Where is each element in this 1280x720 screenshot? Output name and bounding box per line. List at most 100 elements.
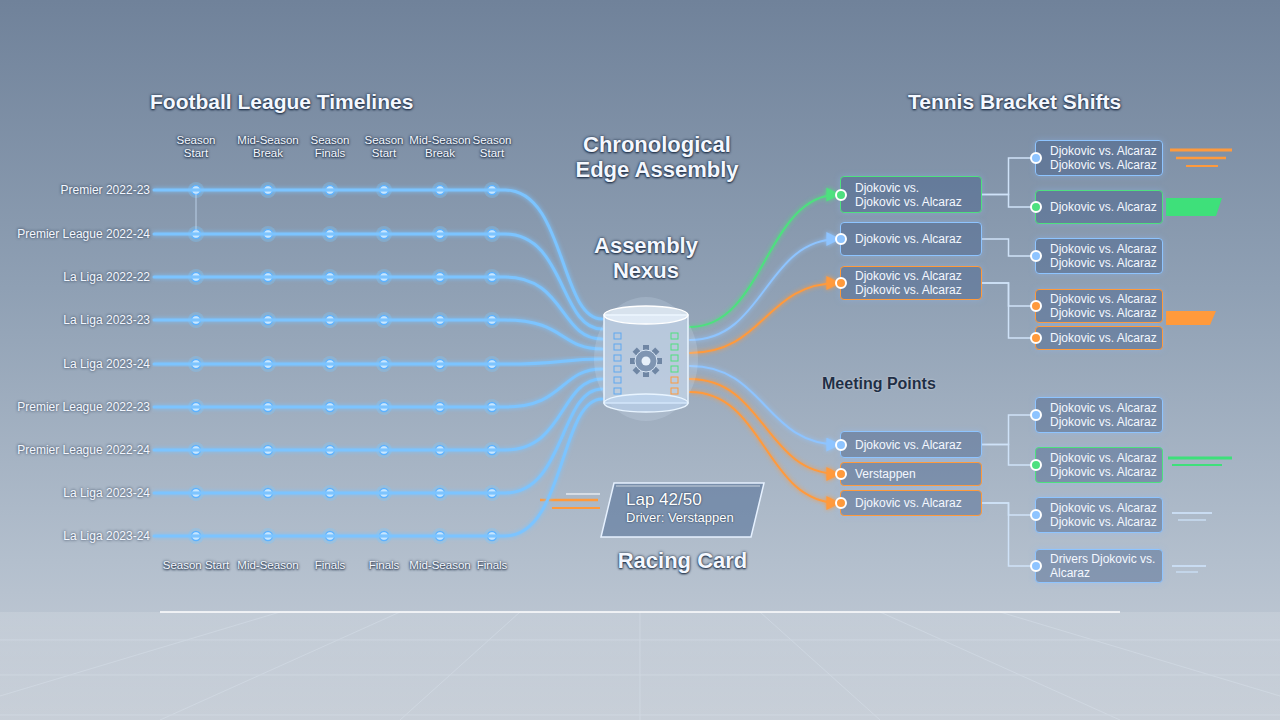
- row-label: La Liga 2022-22: [63, 270, 150, 284]
- connector: [154, 320, 602, 349]
- port: [671, 388, 678, 394]
- cylinder-top: [604, 306, 688, 324]
- bracket-dot: [835, 189, 847, 201]
- bracket-box: Verstappen: [840, 462, 982, 486]
- port: [614, 366, 621, 372]
- speed-streaks: [540, 150, 1232, 572]
- card-heading: Racing Card: [580, 548, 785, 573]
- bracket-box: Drivers Djokovic vs. Alcaraz: [1035, 549, 1163, 583]
- port: [614, 388, 621, 394]
- section-heading: Football League Timelines: [150, 90, 470, 114]
- timeline-row: Premier 2022-23: [6, 180, 150, 200]
- match-label: Djokovic vs. Alcaraz Djokovic vs. Alcara…: [1050, 401, 1158, 429]
- timeline-row: Premier League 2022-24: [6, 440, 150, 460]
- connector: [154, 389, 602, 493]
- bracket-dot: [1030, 300, 1042, 312]
- racing-card: Lap 42/50Driver: VerstappenRacing Card: [600, 482, 765, 538]
- row-label: La Liga 2023-24: [63, 357, 150, 371]
- port: [614, 355, 621, 361]
- connector: [154, 359, 602, 364]
- timeline-row: Premier League 2022-24: [6, 224, 150, 244]
- assembly-cylinder: Assembly Nexus: [602, 305, 690, 413]
- cylinder-shape: [602, 305, 690, 413]
- connector: [690, 366, 839, 445]
- match-label: Djokovic vs. Alcaraz Djokovic vs. Alcara…: [1050, 501, 1158, 529]
- bracket-box: Djokovic vs. Alcaraz Djokovic vs. Alcara…: [1035, 289, 1163, 323]
- timeline-tick: [196, 190, 197, 234]
- gear: [635, 350, 657, 372]
- connector: [982, 283, 1034, 338]
- match-label: Djokovic vs. Alcaraz: [1050, 200, 1158, 214]
- timeline-column-label: Mid-Season: [228, 559, 308, 572]
- row-label: Premier League 2022-24: [17, 443, 150, 457]
- match-label: Djokovic vs. Alcaraz Djokovic vs. Alcara…: [1050, 144, 1158, 172]
- row-label: Premier League 2022-23: [17, 400, 150, 414]
- bracket-box: Djokovic vs. Alcaraz Djokovic vs. Alcara…: [840, 266, 982, 300]
- floor-grid: [0, 612, 1280, 720]
- connector: [982, 158, 1034, 195]
- timeline-row: La Liga 2022-22: [6, 267, 150, 287]
- match-label: Drivers Djokovic vs. Alcaraz: [1050, 552, 1158, 580]
- nexus-heading: Assembly Nexus: [566, 233, 726, 284]
- connector: [154, 369, 602, 407]
- bracket-box: Djokovic vs. Alcaraz: [840, 431, 982, 458]
- row-label: La Liga 2023-23: [63, 313, 150, 327]
- bracket-box: Djokovic vs. Alcaraz Djokovic vs. Alcara…: [1035, 140, 1163, 176]
- match-label: Djokovic vs. Alcaraz: [855, 438, 965, 452]
- connector: [154, 379, 602, 450]
- timeline-column-label: Season Start: [352, 134, 416, 160]
- timeline-column-label: Season Finals: [298, 134, 362, 160]
- section-heading: Meeting Points: [822, 375, 972, 393]
- match-label: Djokovic vs. Alcaraz: [855, 232, 965, 246]
- connector: [982, 195, 1034, 208]
- bracket-dot: [1030, 459, 1042, 471]
- timeline-column-label: Mid-Season Break: [236, 134, 300, 160]
- bracket-dot: [1030, 152, 1042, 164]
- bracket-dot: [1030, 201, 1042, 213]
- bracket-dot: [1030, 560, 1042, 572]
- match-label: Djokovic vs. Alcaraz Djokovic vs. Alcara…: [1050, 292, 1158, 320]
- bracket-box: Djokovic vs. Alcaraz: [1035, 326, 1163, 350]
- connector: [690, 195, 839, 328]
- connector: [982, 415, 1034, 445]
- timeline-row: Premier League 2022-23: [6, 397, 150, 417]
- port: [614, 333, 621, 339]
- timeline-column-label: Finals: [452, 559, 532, 572]
- bracket-dot: [1030, 250, 1042, 262]
- bracket-dot: [835, 468, 847, 480]
- timeline-column-label: Season Start: [164, 134, 228, 160]
- cylinder-glow: [594, 297, 698, 421]
- port: [671, 344, 678, 350]
- port: [614, 377, 621, 383]
- section-heading: Tennis Bracket Shifts: [908, 90, 1168, 114]
- driver-name: Driver: Verstappen: [626, 510, 756, 526]
- timeline-column-label: Mid-Season Break: [408, 134, 472, 160]
- card-highlight: [616, 486, 760, 487]
- bracket-box: Djokovic vs. Alcaraz Djokovic vs. Alcara…: [1035, 447, 1163, 483]
- row-label: La Liga 2023-24: [63, 486, 150, 500]
- match-label: Verstappen: [855, 467, 965, 481]
- match-label: Djokovic vs. Alcaraz: [1050, 331, 1158, 345]
- bracket-box: Djokovic vs. Alcaraz Djokovic vs. Alcara…: [1035, 397, 1163, 433]
- bracket-box: Djokovic vs. Alcaraz Djokovic vs. Alcara…: [1035, 238, 1163, 274]
- bracket-box: Djokovic vs. Djokovic vs. Alcaraz: [840, 176, 982, 213]
- connector: [154, 190, 602, 319]
- bracket-box: Djokovic vs. Alcaraz: [840, 490, 982, 516]
- connector: [154, 399, 602, 536]
- connector: [154, 277, 602, 339]
- cylinder-body: [604, 315, 688, 403]
- timeline-row: La Liga 2023-23: [6, 310, 150, 330]
- match-label: Djokovic vs. Alcaraz: [855, 496, 965, 510]
- bracket-dot: [1030, 409, 1042, 421]
- timeline-row: La Liga 2023-24: [6, 354, 150, 374]
- lap-count: Lap 42/50: [626, 490, 756, 510]
- diagram-title: Chronological Edge Assembly: [567, 132, 747, 183]
- connector: [690, 239, 839, 340]
- match-label: Djokovic vs. Alcaraz Djokovic vs. Alcara…: [855, 269, 965, 297]
- bracket-box: Djokovic vs. Alcaraz: [840, 222, 982, 256]
- match-label: Djokovic vs. Alcaraz Djokovic vs. Alcara…: [1050, 451, 1158, 479]
- bracket-dot: [835, 497, 847, 509]
- bracket-dot: [1030, 332, 1042, 344]
- floor: [0, 612, 1280, 720]
